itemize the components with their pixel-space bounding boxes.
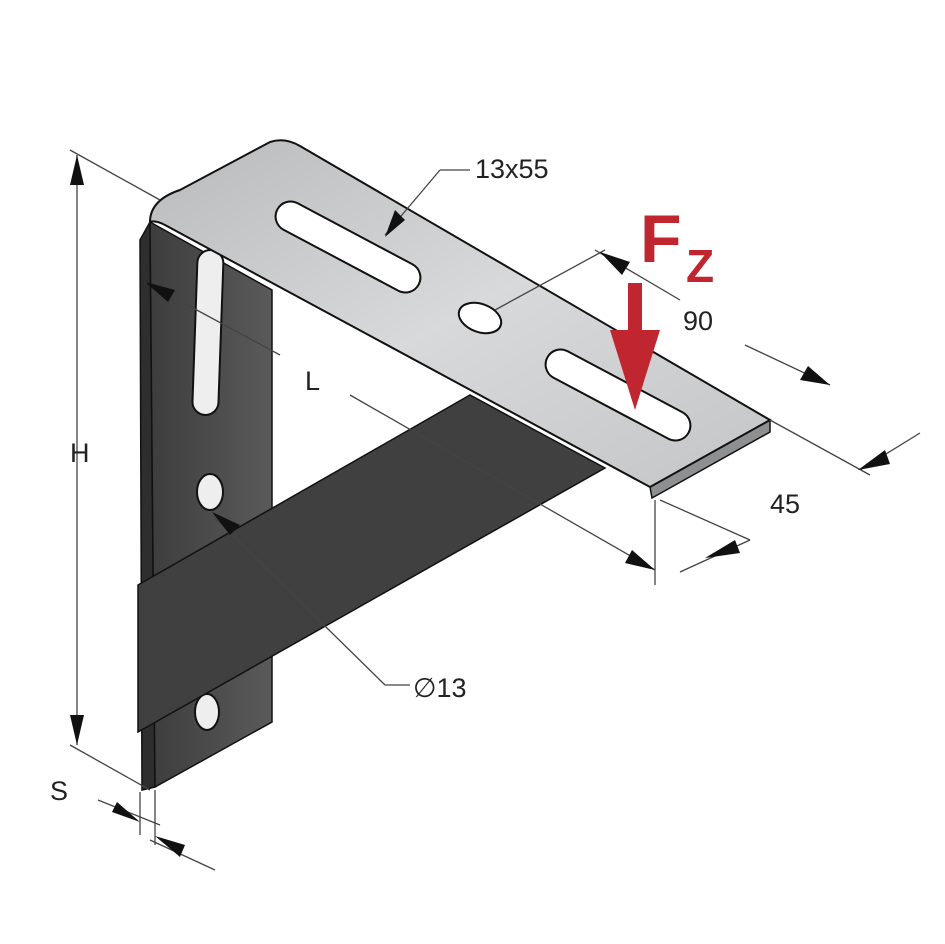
top-round-hole xyxy=(457,301,503,335)
vertical-hole-upper xyxy=(196,473,224,511)
horizontal-plate xyxy=(148,139,773,500)
thickness-label: S xyxy=(50,776,68,806)
hole-diameter-label: ∅13 xyxy=(413,673,467,703)
slot-dimension-label: 13x55 xyxy=(475,154,549,184)
width-90-label: 90 xyxy=(683,306,713,336)
force-arrow xyxy=(610,283,660,410)
dimension-lines xyxy=(69,149,921,871)
vertical-hole-lower xyxy=(194,693,220,731)
top-slot-1 xyxy=(274,200,422,294)
length-label: L xyxy=(305,366,320,396)
diagonal-strut xyxy=(137,394,607,734)
top-slot-2 xyxy=(544,348,692,442)
width-45-label: 45 xyxy=(770,489,800,519)
vertical-slot xyxy=(191,249,225,416)
height-label: H xyxy=(70,438,90,468)
force-subscript: Z xyxy=(686,240,714,292)
force-label: F xyxy=(640,201,682,277)
